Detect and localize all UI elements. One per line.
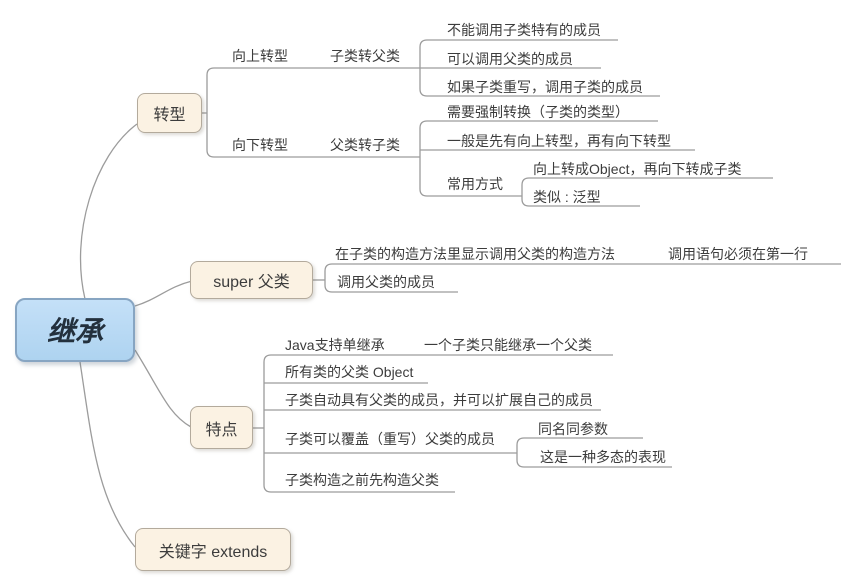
topic-downcast-meaning[interactable]: 父类转子类 [330, 137, 400, 153]
bracket-commonway-children [521, 177, 773, 207]
topic-super[interactable]: super 父类 [190, 261, 313, 299]
topic-upcast[interactable]: 向上转型 [232, 48, 288, 64]
root-topic[interactable]: 继承 [15, 298, 135, 362]
topic-constructor-order[interactable]: 子类构造之前先构造父类 [285, 472, 439, 488]
curve-root-to-cast [79, 123, 138, 300]
topic-cast-label: 转型 [153, 107, 186, 124]
topic-upcast-note-1[interactable]: 不能调用子类特有的成员 [447, 22, 601, 38]
topic-object-parent[interactable]: 所有类的父类 Object [285, 364, 414, 380]
topic-single-inheritance[interactable]: Java支持单继承 [285, 337, 385, 353]
topic-features-label: 特点 [205, 421, 238, 439]
topic-override-detail-2[interactable]: 这是一种多态的表现 [540, 449, 666, 465]
topic-upcast-meaning[interactable]: 子类转父类 [330, 48, 400, 64]
topic-auto-members[interactable]: 子类自动具有父类的成员，并可以扩展自己的成员 [285, 392, 593, 408]
topic-downcast-note-2[interactable]: 一般是先有向上转型，再有向下转型 [447, 133, 671, 149]
topic-override-detail-1[interactable]: 同名同参数 [538, 421, 608, 437]
topic-features[interactable]: 特点 [190, 406, 253, 449]
topic-super-constructor-rule[interactable]: 调用语句必须在第一行 [668, 246, 808, 262]
topic-upcast-note-2[interactable]: 可以调用父类的成员 [447, 51, 573, 67]
root-topic-label: 继承 [46, 315, 103, 348]
topic-downcast[interactable]: 向下转型 [232, 137, 288, 153]
topic-keyword-extends-label: 关键字 extends [158, 543, 268, 561]
topic-override[interactable]: 子类可以覆盖（重写）父类的成员 [285, 431, 495, 447]
bracket-downcast-children [419, 120, 658, 197]
topic-super-constructor-note[interactable]: 在子类的构造方法里显示调用父类的构造方法 [335, 246, 615, 262]
curve-root-to-features [134, 349, 192, 428]
topic-super-label: super 父类 [213, 274, 290, 291]
topic-upcast-note-3[interactable]: 如果子类重写，调用子类的成员 [447, 79, 643, 95]
bracket-super-children [324, 263, 841, 293]
topic-common-way[interactable]: 常用方式 [447, 176, 503, 192]
curve-root-to-super [134, 280, 193, 307]
topic-single-inheritance-detail[interactable]: 一个子类只能继承一个父类 [424, 337, 592, 353]
topic-common-way-note-2[interactable]: 类似 : 泛型 [533, 189, 601, 205]
curve-root-to-keyword [79, 361, 136, 548]
topic-cast[interactable]: 转型 [137, 93, 202, 133]
topic-common-way-note-1[interactable]: 向上转成Object，再向下转成子类 [533, 161, 742, 177]
topic-keyword-extends[interactable]: 关键字 extends [135, 528, 291, 571]
bracket-features-children [263, 354, 613, 493]
bracket-cast-rows [206, 67, 420, 158]
topic-super-member-note[interactable]: 调用父类的成员 [337, 274, 435, 290]
bracket-override-children [516, 437, 672, 468]
topic-downcast-note-1[interactable]: 需要强制转换（子类的类型） [447, 104, 629, 120]
